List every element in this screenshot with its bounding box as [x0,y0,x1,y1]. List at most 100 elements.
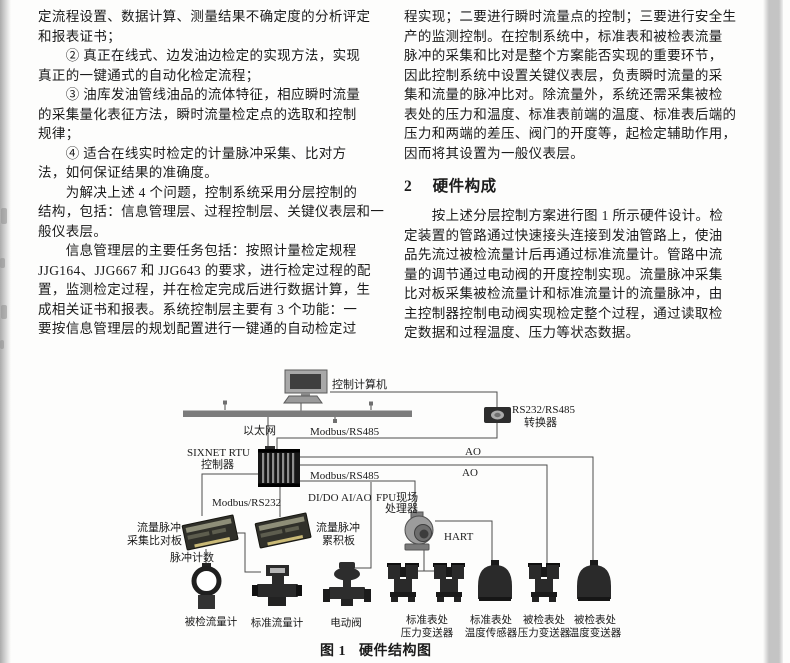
std-temp-sensor-icon [478,560,512,601]
checked-temp-transmitter-icon [577,560,611,601]
section-title: 硬件构成 [432,178,497,195]
section-number: 2 [404,178,413,195]
text-column-left: 定流程设置、数据计算、测量结果不确定度的分析评定和报表证书； ② 真正在线式、边… [38,7,390,339]
section-heading: 2 硬件构成 [404,177,760,197]
label-converter-2: 转换器 [524,415,557,429]
label-di-do: DI/DO [308,492,339,504]
label-chk-temp-2: 温度变送器 [569,626,622,639]
text-line: 量的调节通过电动阀的开度控制实现。流量脉冲采集 [404,266,723,282]
text-line: 程实现；二要进行瞬时流量点的控制；三要进行安全生 [404,9,737,24]
label-board2-2: 累积板 [322,533,355,547]
line-modbus232-to-board1 [201,473,258,516]
converter-icon [484,407,511,423]
text-line: JJG164、JJG667 和 JJG643 的要求，进行检定过程的配 [38,262,371,278]
text-line: 定数据和过程温度、压力等状态数据。 [404,325,640,340]
label-pulse-count: 脉冲计数 [170,550,214,564]
text-line: 因此控制系统中设置关键仪表层，负责瞬时流量的采 [404,67,723,83]
label-hart: HART [444,531,474,543]
ethernet-bus-bar [183,410,412,417]
text-line: 脉冲的采集和比对是整个方案能否实现的重要环节， [404,48,723,63]
right-bottom-paragraph: 按上述分层控制方案进行图 1 所示硬件设计。检定装置的管路通过快速接头连接到发油… [404,206,760,343]
text-line: 品先流过被检流量计后再通过标准流量计。管路中流 [404,247,723,262]
text-line: 因而将其设置为一般仪表层。 [404,145,585,161]
text-line: 真正的一键通式的自动化检定流程； [38,67,260,83]
text-line: ③ 油库发油管线油品的流体特征，相应瞬时流量 [38,87,361,102]
text-line: 定流程设置、数据计算、测量结果不确定度的分析评定 [38,9,371,24]
label-chk-temp-1: 被检表处 [574,613,616,626]
line-board1-to-meter2 [236,532,261,573]
pulse-accumulate-board-icon [254,512,312,549]
text-line: 信息管理层的主要任务包括：按照计量检定规程 [38,243,357,258]
label-std-temp-1: 标准表处 [470,613,512,626]
bus-node-dots [223,400,373,423]
label-board1-2: 采集比对板 [127,533,182,547]
label-modbus-rs485-fpu: Modbus/RS485 [310,470,380,482]
label-chk-pressure-2: 压力变送器 [518,626,571,639]
line-ao1 [300,456,594,566]
text-line: ④ 适合在线实时检定的计量脉冲采集、比对方 [38,145,347,161]
label-fpu-1: FPU现场 [376,490,418,504]
checked-pressure-transmitter-icon [528,563,560,602]
text-line: 按上述分层控制方案进行图 1 所示硬件设计。检 [404,208,724,223]
checked-flowmeter-icon [191,563,222,609]
label-ao-2: AO [462,467,478,479]
text-line: 的采集量化表征方法，瞬时流量检定点的选取和控制 [38,106,357,122]
text-line: 成相关证书和报表。系统控制层主要有 3 个功能：一 [38,301,358,317]
figure-caption: 图 1 硬件结构图 [320,640,432,660]
text-line: 集和流量的脉冲比对。除流量外，系统还需采集被检 [404,87,723,102]
line-converter-to-rtu [276,423,498,449]
standard-flowmeter-icon [252,565,302,606]
label-ethernet: 以太网 [243,424,276,437]
right-top-paragraph: 程实现；二要进行瞬时流量点的控制；三要进行安全生产的监测控制。在控制系统中，标准… [404,7,760,163]
connection-lines [201,391,594,573]
figure-caption-title: 硬件结构图 [359,644,432,659]
text-column-right: 程实现；二要进行瞬时流量点的控制；三要进行安全生产的监测控制。在控制系统中，标准… [404,7,760,343]
label-ai-ao: AI/AO [341,492,372,504]
label-std-temp-2: 温度传感器 [465,626,518,639]
label-board2-1: 流量脉冲 [316,520,360,534]
label-board1-1: 流量脉冲 [137,520,181,534]
text-line: 和报表证书； [38,28,122,44]
text-line: 法，如何保证结果的准确度。 [38,165,219,180]
scan-edge-left [0,0,11,663]
text-line: 定装置的管路通过快速接头连接到发油管路上，使油 [404,227,723,243]
label-modbus-rs485-bus: Modbus/RS485 [310,426,380,438]
text-line: 比对板采集被检流量计和标准流量计的流量脉冲，由 [404,286,723,301]
line-ao2 [300,464,548,568]
label-chk-pressure-1: 被检表处 [523,613,565,626]
label-standard-meter: 标准流量计 [251,616,304,629]
label-ao-1: AO [465,446,481,458]
text-line: 产的监测控制。在控制系统中，标准表和被检表流量 [404,28,723,44]
line-modbus485-to-fpu [300,480,416,514]
label-modbus-rs232: Modbus/RS232 [212,497,281,509]
text-line: 般仪表层。 [38,223,108,239]
label-fpu-2: 处理器 [385,502,418,515]
label-converter-1: RS232/RS485 [512,404,575,416]
text-line: 规律； [38,126,80,141]
computer-icon [283,369,328,404]
label-control-computer: 控制计算机 [332,377,387,391]
label-std-pressure-1: 标准表处 [406,613,448,626]
figure-caption-number: 图 1 [320,644,346,659]
figure-hardware-diagram: 控制计算机 以太网 Modbus/RS485 RS232/RS485 转换器 S… [127,369,622,639]
rtu-controller-icon [258,446,300,487]
label-valve: 电动阀 [330,616,362,629]
line-hart-to-temp-sensor [435,520,493,564]
text-line: 压力和两端的差压、阀门的开度等，起检定辅助作用， [404,126,737,141]
scan-smudge [1,208,7,224]
line-dido-to-valve [354,482,372,569]
scan-smudge [1,305,7,319]
scan-smudge [0,258,5,268]
text-line: 置，监测检定过程，并在检定完成后进行数据计算，生 [38,282,371,297]
scan-smudge [0,340,4,349]
electric-valve-icon [323,562,371,606]
label-checked-meter: 被检流量计 [185,615,238,628]
label-rtu-1: SIXNET RTU [187,447,250,459]
pulse-compare-board-icon [181,514,239,551]
fpu-processor-icon [404,511,434,551]
label-std-pressure-2: 压力变送器 [401,626,454,639]
label-rtu-2: 控制器 [201,457,234,471]
text-line: 主控制器控制电动阀实现检定整个过程，通过读取检 [404,305,723,321]
text-line: 为解决上述 4 个问题，控制系统采用分层控制的 [38,184,358,200]
